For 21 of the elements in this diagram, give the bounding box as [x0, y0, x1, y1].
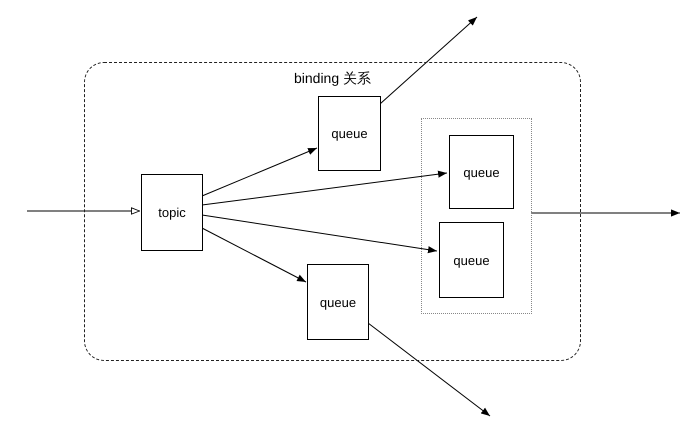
- box-label: topic: [158, 205, 186, 220]
- process-box: [307, 264, 369, 340]
- group-container: [84, 62, 581, 361]
- arrow: [202, 148, 318, 196]
- arrow: [530, 209, 680, 217]
- process-box: [439, 222, 504, 298]
- arrow: [380, 16, 478, 104]
- group-title: binding 关系: [294, 70, 372, 88]
- process-box: [318, 96, 381, 171]
- process-box: [141, 174, 203, 251]
- group-box: [421, 118, 532, 314]
- arrow: [202, 170, 448, 206]
- arrow: [202, 228, 306, 282]
- arrow: [368, 322, 490, 416]
- process-box: [449, 135, 514, 209]
- box-label: queue: [453, 252, 490, 268]
- arrow: [202, 214, 438, 254]
- arrow: [26, 207, 140, 215]
- box-label: queue: [331, 126, 368, 141]
- box-label: queue: [463, 164, 500, 180]
- box-label: queue: [320, 294, 356, 310]
